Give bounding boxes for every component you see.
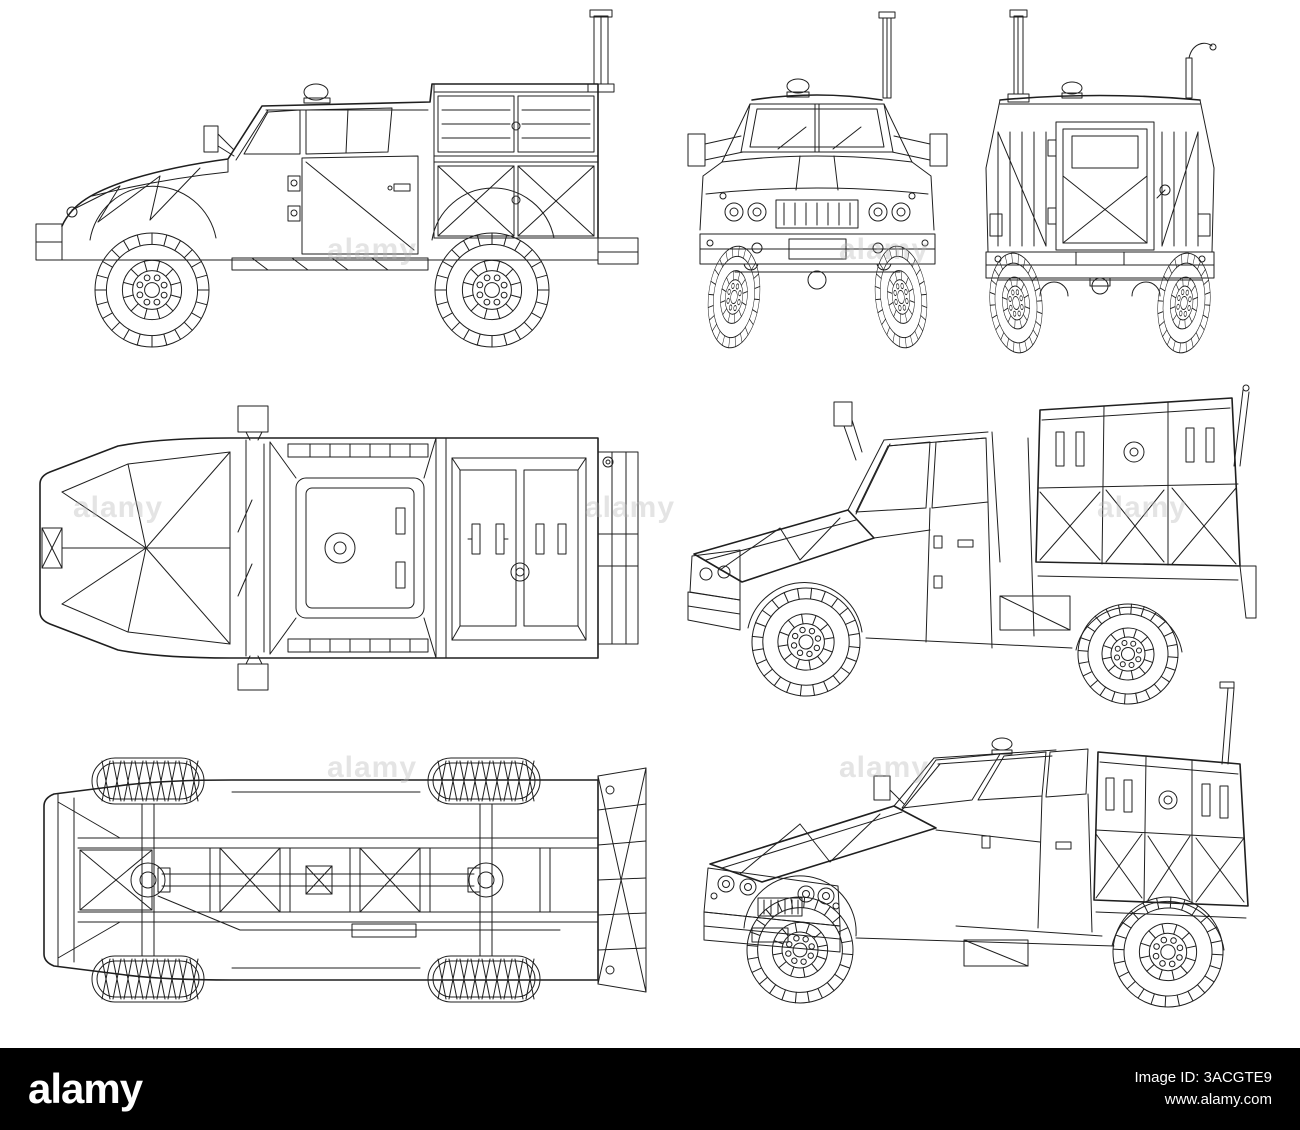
view-bottom xyxy=(43,757,647,1003)
rear-right-wheel xyxy=(1157,252,1211,354)
image-id-text: Image ID: 3ACGTE9 xyxy=(1134,1068,1272,1086)
rear-left-tire xyxy=(427,757,541,805)
image-meta: Image ID: 3ACGTE9 www.alamy.com xyxy=(1134,1067,1272,1112)
website-text: www.alamy.com xyxy=(1164,1091,1272,1108)
front-left-tire xyxy=(91,757,205,805)
front-right-wheel xyxy=(874,245,928,349)
front-left-wheel xyxy=(707,245,761,349)
alamy-logo: alamy xyxy=(28,1065,143,1112)
rear-wheel xyxy=(1112,896,1224,1008)
cargo-vent-panel xyxy=(517,95,595,153)
front-wheel xyxy=(746,896,854,1004)
alamy-footer-bar: alamy Image ID: 3ACGTE9 www.alamy.com xyxy=(0,1048,1300,1130)
view-rear xyxy=(985,9,1217,354)
cargo-brace-panel xyxy=(437,165,515,237)
view-side xyxy=(35,9,639,348)
wireframe-vehicle-blueprint xyxy=(35,9,1257,1008)
front-right-tire xyxy=(91,955,205,1003)
front-wheel xyxy=(751,587,861,697)
rear-wheel xyxy=(434,232,550,348)
rear-left-wheel xyxy=(989,252,1043,354)
view-top xyxy=(39,405,639,691)
front-wheel xyxy=(94,232,210,348)
view-perspective-rear xyxy=(687,384,1257,705)
view-front xyxy=(687,11,948,349)
cargo-brace-panel xyxy=(517,165,595,237)
view-perspective-front xyxy=(703,681,1249,1008)
rear-wheel xyxy=(1077,603,1179,705)
cargo-vent-panel xyxy=(437,95,515,153)
rear-right-tire xyxy=(427,955,541,1003)
